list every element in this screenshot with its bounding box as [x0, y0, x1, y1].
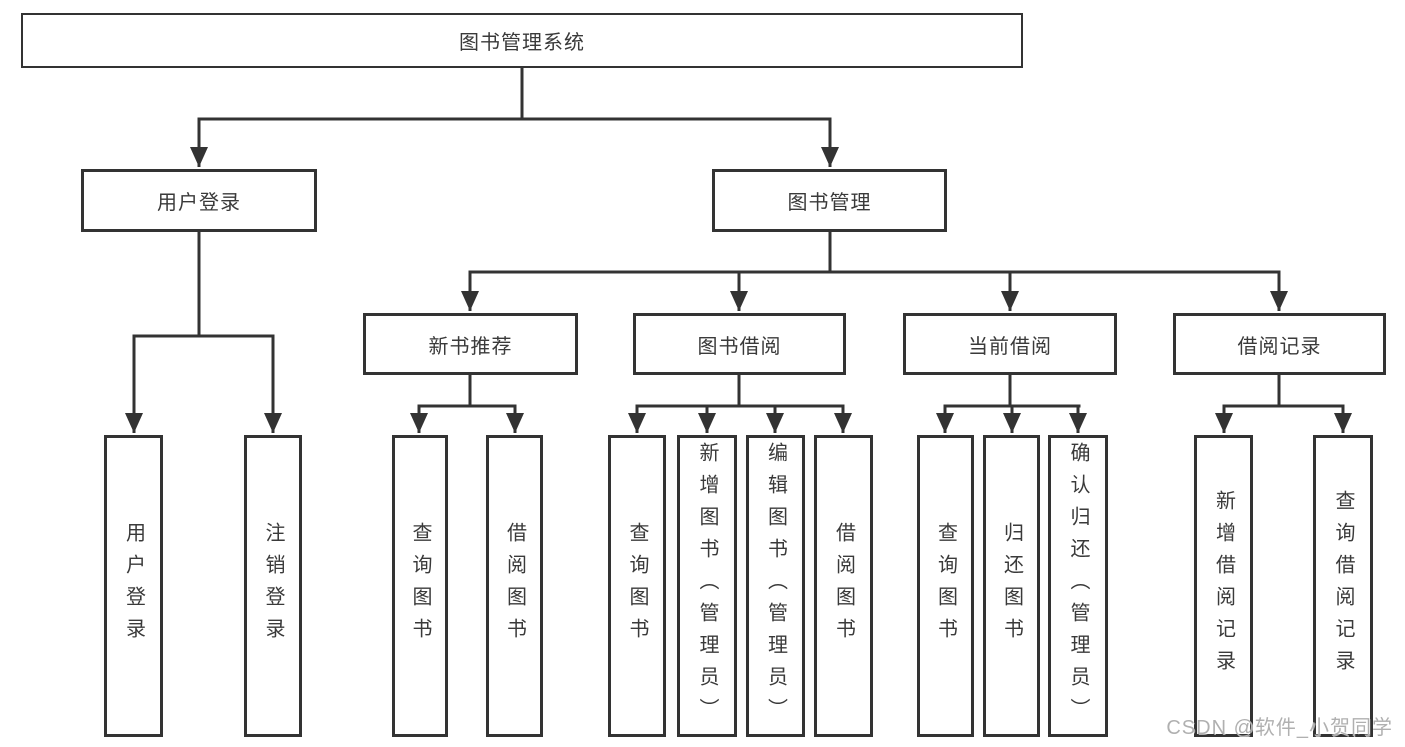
watermark: CSDN @软件_小贺同学 [1166, 717, 1393, 739]
leaf-br-add-record: 新增借阅记录 [1194, 435, 1253, 737]
node-root: 图书管理系统 [21, 13, 1023, 68]
node-user-login: 用户登录 [81, 169, 317, 232]
leaf-cb-confirm-return-admin: 确认归还（管理员） [1048, 435, 1108, 737]
node-borrow-record: 借阅记录 [1173, 313, 1386, 375]
leaf-cb-return-book: 归还图书 [983, 435, 1040, 737]
node-new-book-recommend: 新书推荐 [363, 313, 578, 375]
leaf-logout: 注销登录 [244, 435, 302, 737]
leaf-bb-add-book-admin: 新增图书（管理员） [677, 435, 737, 737]
leaf-nbr-query-book: 查询图书 [392, 435, 448, 737]
node-book-borrow: 图书借阅 [633, 313, 846, 375]
leaf-user-login: 用户登录 [104, 435, 163, 737]
leaf-br-query-record: 查询借阅记录 [1313, 435, 1373, 737]
leaf-bb-borrow-book: 借阅图书 [814, 435, 873, 737]
node-book-management: 图书管理 [712, 169, 947, 232]
node-current-borrow: 当前借阅 [903, 313, 1117, 375]
leaf-bb-edit-book-admin: 编辑图书（管理员） [746, 435, 805, 737]
leaf-cb-query-book: 查询图书 [917, 435, 974, 737]
leaf-bb-query-book: 查询图书 [608, 435, 666, 737]
leaf-nbr-borrow-book: 借阅图书 [486, 435, 543, 737]
